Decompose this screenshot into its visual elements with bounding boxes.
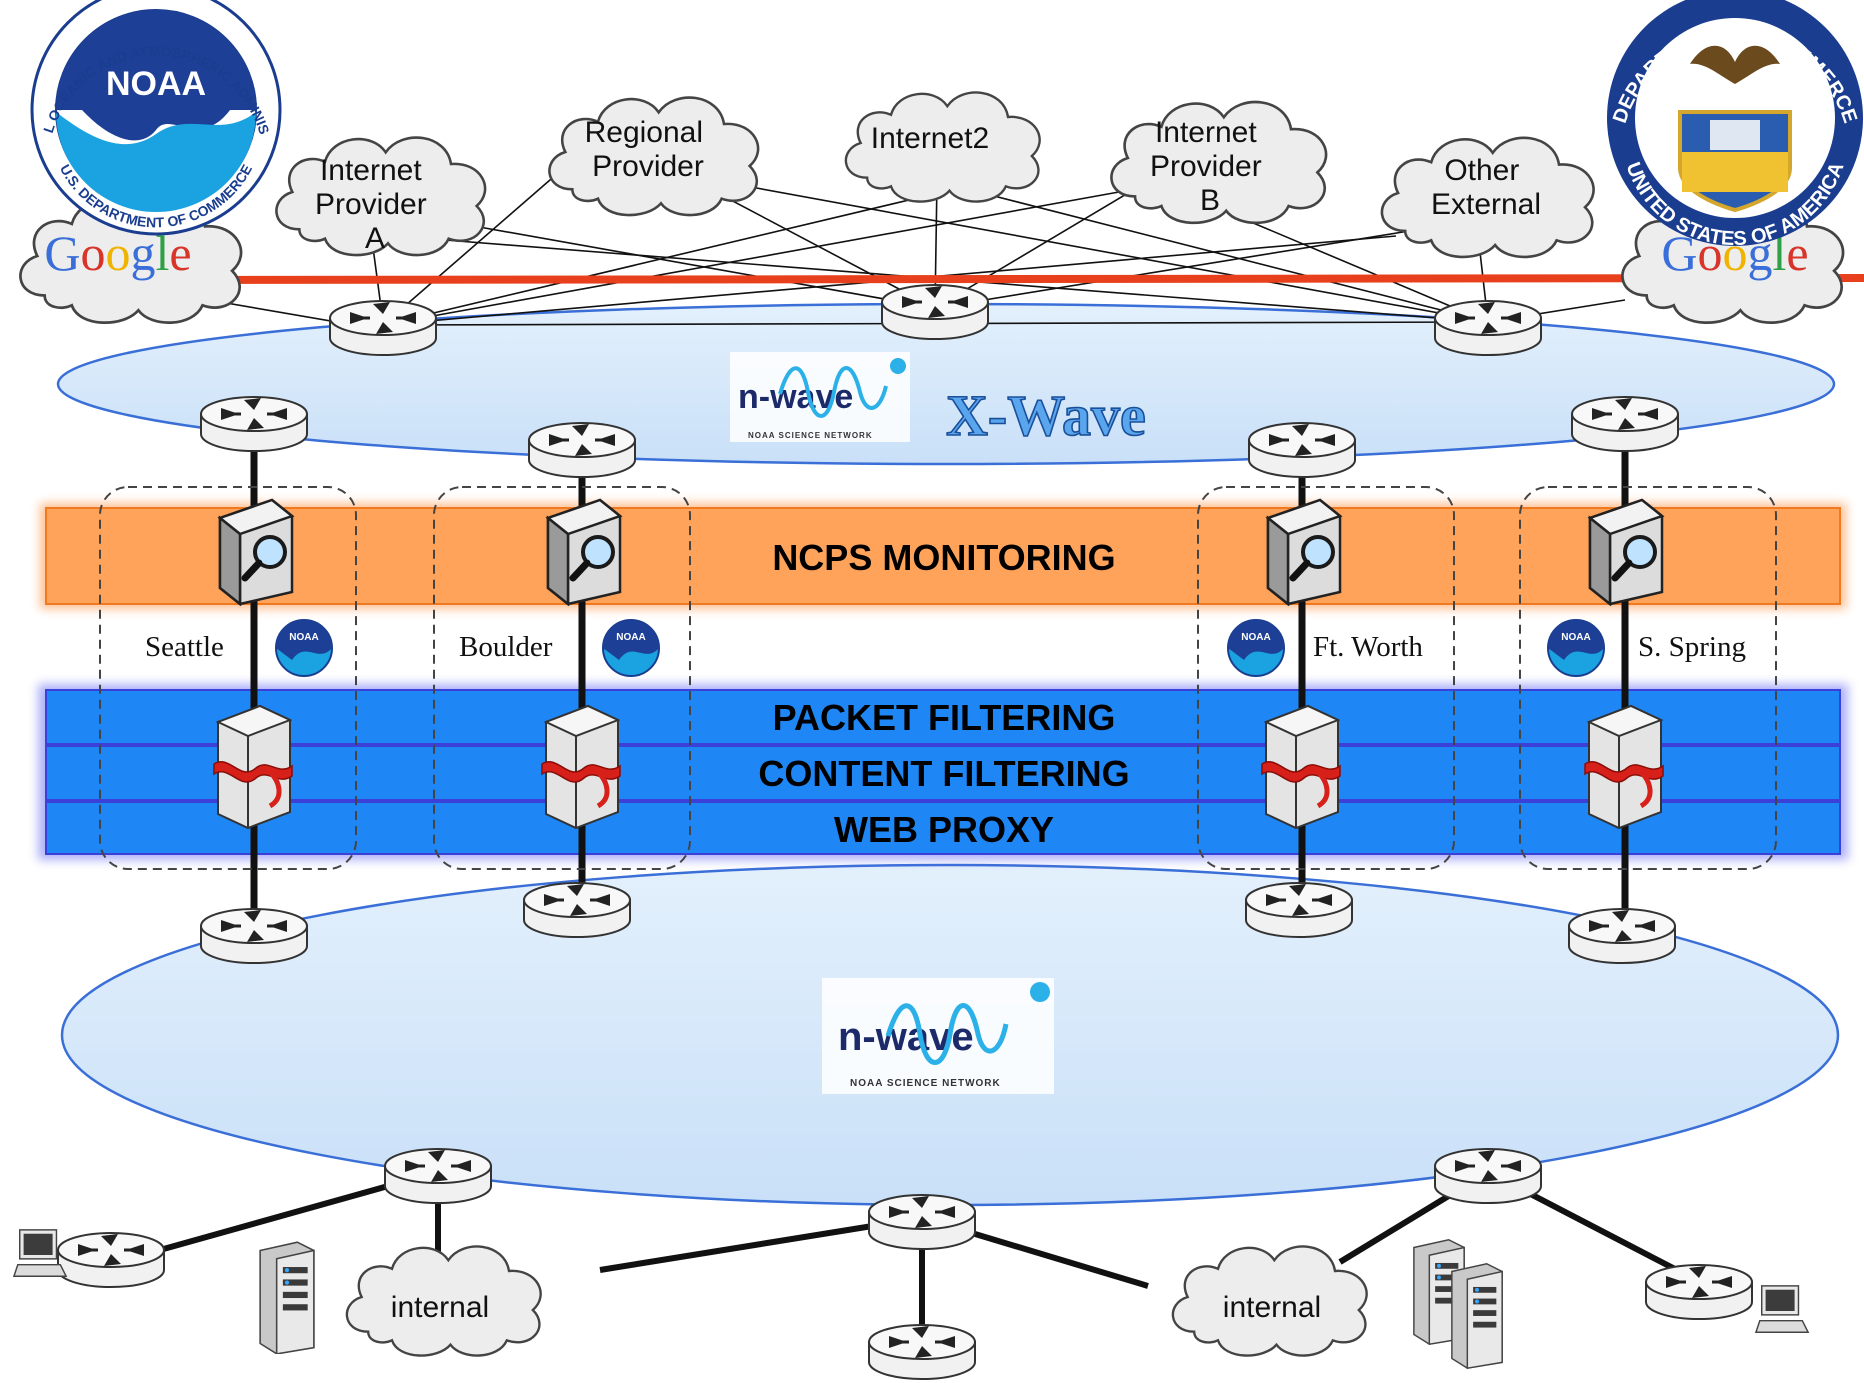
svg-text:Other External: Other External (1431, 154, 1541, 221)
server-icon (259, 1241, 315, 1354)
site-router-lower-s-spring (1567, 907, 1677, 965)
site-router-upper-seattle (199, 395, 309, 453)
svg-text:Internet Provider: Internet Provider A (315, 154, 435, 255)
site-router-lower-boulder (522, 881, 632, 939)
site-label-boulder: Boulder (459, 631, 553, 663)
cloud-internet-provider-a: Internet Provider A (275, 136, 487, 257)
site-router-upper-ft-worth (1247, 421, 1357, 479)
internal-router-1 (383, 1147, 493, 1205)
noaa-badge-text: NOAA (1241, 632, 1270, 643)
cloud-label-line: External (1431, 188, 1541, 221)
desktop-pc-icon (1755, 1285, 1809, 1333)
ncps-sensor-boulder (548, 500, 620, 604)
noaa-badges: NOAA NOAA NOAA NOAA (275, 619, 1605, 677)
nwave-tagline-lower: NOAA SCIENCE NETWORK (850, 1078, 1001, 1089)
svg-text:Regional Provider: Regional Provider (585, 116, 712, 183)
site-router-lower-ft-worth (1244, 881, 1354, 939)
noaa-badge-text: NOAA (1561, 632, 1590, 643)
band-label-packet-filtering: PACKET FILTERING (773, 697, 1116, 738)
firewall-s-spring (1585, 706, 1663, 828)
cloud-internal-right: internal (1171, 1244, 1369, 1358)
noaa-seal-center-text: NOAA (106, 65, 206, 103)
noaa-badge-seattle: NOAA (275, 619, 333, 677)
cloud-label-line: Internet (320, 154, 422, 187)
noaa-badge-text: NOAA (616, 632, 645, 643)
cloud-label-line: Regional (585, 116, 703, 149)
cloud-label-line: Internet (1155, 116, 1257, 149)
cloud-internal-right-label: internal (1223, 1291, 1321, 1324)
cloud-google-left: Google (19, 197, 243, 325)
xwave-logo: n-wave NOAA SCIENCE NETWORK X-Wave (730, 352, 1147, 449)
cloud-internet2: Internet2 (844, 91, 1042, 203)
site-label-s-spring: S. Spring (1638, 631, 1746, 663)
google-left-g1: G (44, 225, 80, 281)
site-router-upper-boulder (527, 421, 637, 479)
cloud-label-line: Other (1444, 154, 1519, 187)
cloud-label-line: Provider (1150, 150, 1262, 183)
cloud-label-line: Internet2 (871, 122, 989, 155)
band-label-web-proxy: WEB PROXY (834, 809, 1054, 850)
ncps-sensor-seattle (220, 500, 292, 604)
internal-router-6 (1644, 1263, 1754, 1321)
firewall-boulder (542, 706, 620, 828)
edge-router-right (1433, 299, 1543, 357)
internal-router-2 (56, 1231, 166, 1289)
internal-router-3 (867, 1193, 977, 1251)
band-label-content-filtering: CONTENT FILTERING (758, 753, 1129, 794)
cloud-label-line: A (365, 222, 385, 255)
internal-router-5 (1433, 1147, 1543, 1205)
noaa-seal-logo: NOAA NATIONAL OCEANIC AND ATMOSPHERIC AD… (0, 0, 282, 236)
site-box-s-spring (1519, 486, 1777, 870)
commerce-seal-logo: DEPARTMENT OF COMMERCE UNITED STATES OF … (1607, 0, 1863, 250)
site-label-seattle: Seattle (145, 631, 224, 663)
site-label-ft-worth: Ft. Worth (1313, 631, 1423, 663)
svg-text:Internet2: Internet2 (871, 122, 989, 155)
cloud-label-line: Provider (592, 150, 704, 183)
edge-router-center (880, 283, 990, 341)
google-peering-link (199, 274, 1864, 284)
firewall-seattle (214, 706, 292, 828)
filtering-bands: PACKET FILTERING CONTENT FILTERING WEB P… (38, 684, 1848, 860)
cloud-internet-provider-b: Internet Provider B (1109, 100, 1328, 225)
cloud-internal-left: internal (345, 1244, 543, 1358)
site-box-boulder (433, 486, 691, 870)
nwave-logo-lower: n-wave NOAA SCIENCE NETWORK (822, 978, 1054, 1094)
svg-text:Google: Google (44, 225, 191, 281)
noaa-badge-ft-worth: NOAA (1227, 619, 1285, 677)
site-router-upper-s-spring (1570, 395, 1680, 453)
firewall-ft-worth (1262, 706, 1340, 828)
cloud-label-line: B (1200, 184, 1220, 217)
site-boxes (99, 486, 1777, 870)
noaa-badge-s-spring: NOAA (1547, 619, 1605, 677)
site-router-lower-seattle (199, 907, 309, 965)
ncps-sensor-ft-worth (1268, 500, 1340, 604)
internal-router-4 (867, 1323, 977, 1381)
nwave-tagline-upper: NOAA SCIENCE NETWORK (748, 431, 873, 440)
ncps-sensor-s-spring (1590, 500, 1662, 604)
xwave-title: X-Wave (946, 383, 1146, 448)
edge-router-left (328, 299, 438, 357)
cloud-regional-provider: Regional Provider (547, 96, 760, 217)
cloud-label-line: Provider (315, 188, 427, 221)
server-icon (1451, 1263, 1503, 1369)
cloud-internal-left-label: internal (391, 1291, 489, 1324)
noaa-badge-boulder: NOAA (602, 619, 660, 677)
site-box-seattle (99, 486, 357, 870)
noaa-badge-text: NOAA (289, 632, 318, 643)
cloud-other-external: Other External (1380, 136, 1595, 259)
svg-text:Internet Provider: Internet Provider B (1150, 116, 1270, 217)
site-box-ft-worth (1197, 486, 1455, 870)
ncps-monitoring-band: NCPS MONITORING (40, 503, 1846, 609)
band-label-monitoring: NCPS MONITORING (772, 537, 1115, 578)
